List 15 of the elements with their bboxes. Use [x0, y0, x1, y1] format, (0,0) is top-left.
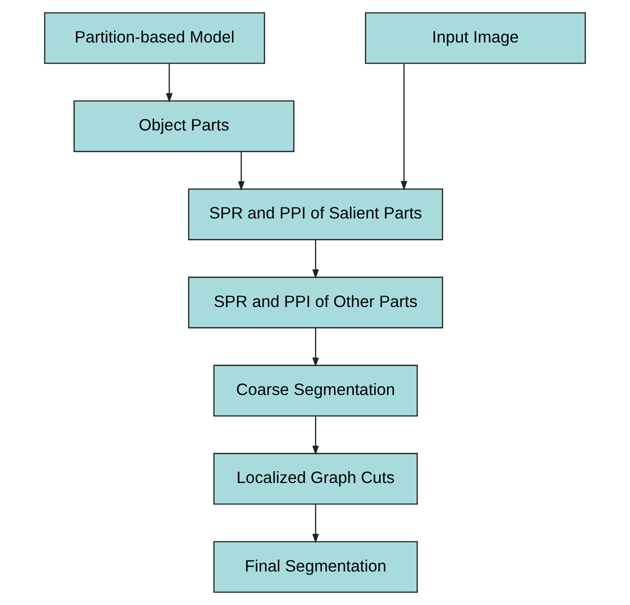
arrow: [312, 504, 319, 544]
arrow: [312, 240, 319, 279]
node-box: Input Image: [364, 12, 586, 64]
node-box: Partition-based Model: [44, 12, 266, 64]
arrow: [312, 416, 319, 456]
arrow: [166, 64, 173, 103]
arrow: [238, 152, 245, 191]
node-box: Object Parts: [74, 100, 294, 152]
node-box: Coarse Segmentation: [213, 364, 418, 416]
node-box: SPR and PPI of Other Parts: [188, 276, 444, 328]
node-box: Localized Graph Cuts: [213, 452, 418, 505]
node-box: SPR and PPI of Salient Parts: [188, 188, 444, 240]
arrow: [400, 64, 408, 190]
node-box: Final Segmentation: [213, 541, 418, 593]
arrow: [312, 328, 319, 367]
